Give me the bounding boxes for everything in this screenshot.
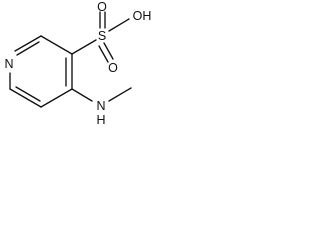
atom-label-o-top: O	[97, 0, 107, 14]
atom-label-nh-n: N	[96, 99, 105, 113]
sulfonic-acid-group	[71, 11, 130, 63]
methylamino-group	[71, 87, 132, 102]
double-bond-c5-c6-inner	[15, 86, 41, 102]
atom-label-n-ring: N	[4, 57, 13, 71]
pyridine-ring	[9, 35, 73, 108]
bond-s-o-bottom-a	[98, 45, 109, 63]
chemical-structure: N S O O OH N H	[4, 0, 152, 127]
bond-s-o-bottom-b	[103, 42, 114, 60]
bond-s-oh	[108, 18, 130, 32]
atom-label-s: S	[98, 29, 106, 43]
double-bond-c2-n1-inner	[16, 41, 40, 56]
bond-c2-c3	[40, 35, 73, 55]
bond-n1-c2	[14, 35, 42, 52]
bond-c3-s	[71, 39, 97, 55]
bond-n-ch3	[108, 87, 132, 102]
atom-label-oh: OH	[133, 9, 152, 23]
atom-label-nh-h: H	[96, 113, 105, 127]
bond-c5-c6	[9, 88, 42, 108]
bond-c4-c5	[40, 88, 73, 108]
bond-c4-n	[71, 88, 93, 102]
atom-label-o-bottom: O	[108, 61, 118, 75]
